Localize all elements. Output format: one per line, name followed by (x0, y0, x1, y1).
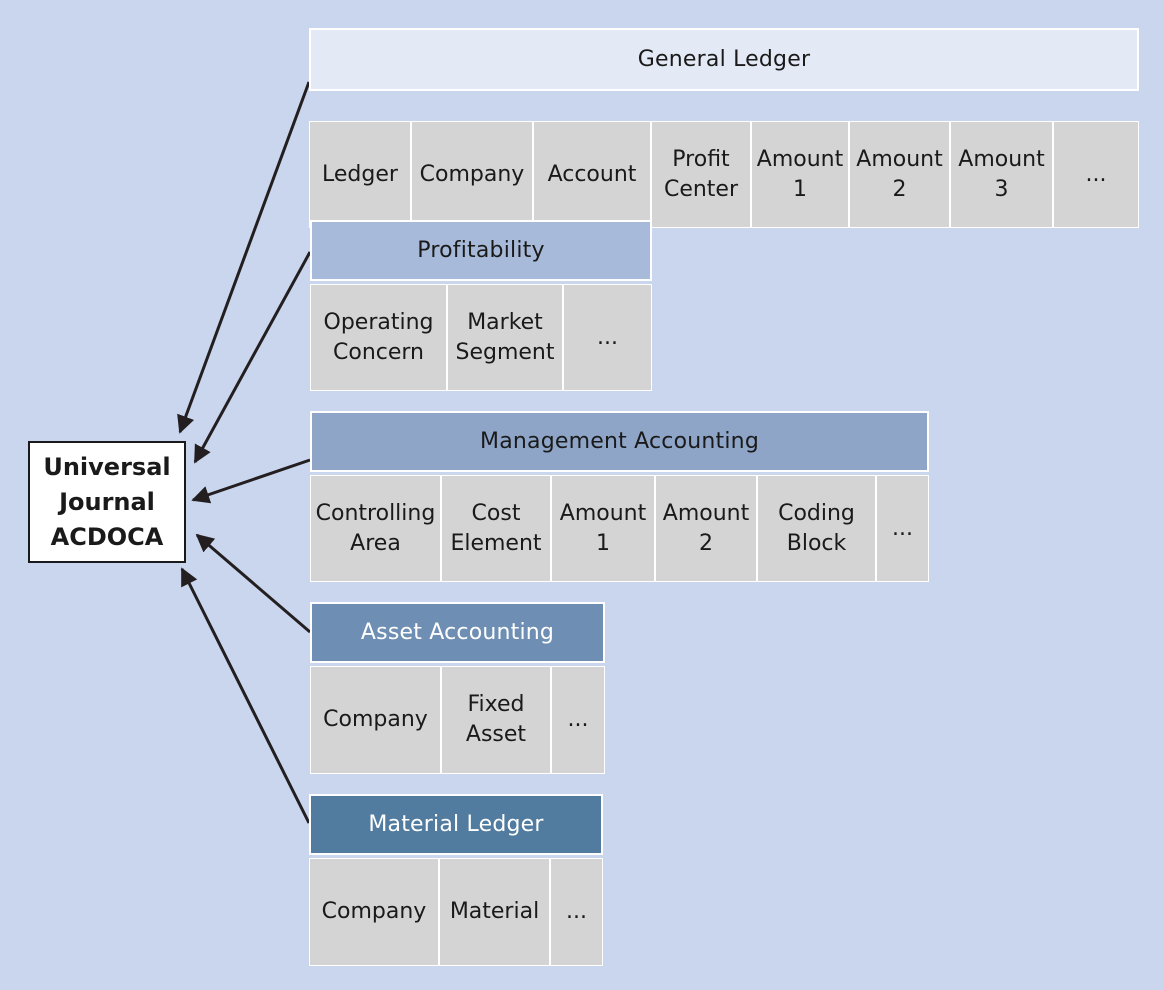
general-ledger-fields: Ledger Company Account Profit Center Amo… (309, 121, 1139, 228)
arrow-general-ledger (177, 81, 311, 434)
asset-accounting-fields: Company Fixed Asset ... (310, 666, 605, 774)
universal-journal-line2: Journal (59, 487, 155, 516)
field-cell: ... (563, 284, 652, 391)
management-accounting-header: Management Accounting (310, 411, 929, 472)
field-cell: Company (310, 666, 441, 774)
field-cell: Amount 1 (751, 121, 849, 228)
management-accounting-fields: Controlling Area Cost Element Amount 1 A… (310, 475, 929, 582)
field-cell: ... (551, 666, 605, 774)
field-cell: Operating Concern (310, 284, 447, 391)
arrow-asset-accounting (195, 533, 311, 634)
field-cell: ... (550, 858, 603, 966)
profitability-fields: Operating Concern Market Segment ... (310, 284, 652, 391)
universal-journal-line3: ACDOCA (50, 522, 164, 551)
general-ledger-header: General Ledger (309, 28, 1139, 91)
arrow-management-accounting (191, 458, 311, 504)
arrow-profitability (193, 251, 312, 464)
field-cell: Account (533, 121, 651, 228)
field-cell: Cost Element (441, 475, 551, 582)
material-ledger-header: Material Ledger (309, 794, 603, 855)
field-cell: Material (439, 858, 550, 966)
asset-accounting-header: Asset Accounting (310, 602, 605, 663)
profitability-header: Profitability (310, 220, 652, 281)
field-cell: Fixed Asset (441, 666, 551, 774)
field-cell: Amount 2 (849, 121, 950, 228)
field-cell: Controlling Area (310, 475, 441, 582)
universal-journal-line1: Universal (43, 452, 171, 481)
field-cell: Amount 3 (950, 121, 1053, 228)
field-cell: Ledger (309, 121, 411, 228)
field-cell: Market Segment (447, 284, 563, 391)
field-cell: Company (411, 121, 533, 228)
field-cell: Coding Block (757, 475, 876, 582)
universal-journal-box: Universal Journal ACDOCA (28, 441, 186, 563)
field-cell: Amount 2 (655, 475, 757, 582)
material-ledger-fields: Company Material ... (309, 858, 603, 966)
field-cell: Company (309, 858, 439, 966)
field-cell: Amount 1 (551, 475, 655, 582)
field-cell: ... (1053, 121, 1139, 228)
field-cell: Profit Center (651, 121, 751, 228)
arrow-material-ledger (180, 567, 311, 824)
field-cell: ... (876, 475, 929, 582)
